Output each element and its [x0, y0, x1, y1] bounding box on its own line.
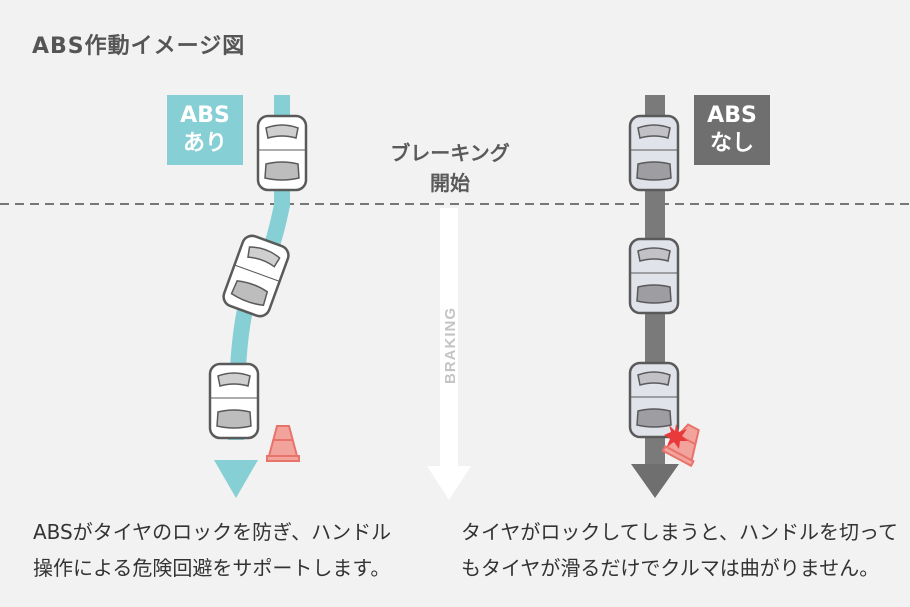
- page-title: ABS作動イメージ図: [32, 34, 246, 59]
- braking-start-line2: 開始: [430, 171, 470, 195]
- no-abs-caption: タイヤがロックしてしまうと、ハンドルを切って もタイヤが滑るだけでクルマは曲がり…: [461, 514, 898, 586]
- abs-car-2: [219, 231, 293, 321]
- cone-icon: [266, 425, 300, 462]
- no-abs-caption-line2: もタイヤが滑るだけでクルマは曲がりません。: [461, 556, 880, 580]
- abs-car-3: [208, 362, 260, 440]
- braking-start-line1: ブレーキング: [390, 141, 510, 165]
- abs-caption-line1: ABSがタイヤのロックを防ぎ、ハンドル: [33, 520, 392, 544]
- abs-off-badge: ABS なし: [694, 95, 770, 165]
- braking-label: BRAKING: [442, 307, 459, 384]
- abs-caption: ABSがタイヤのロックを防ぎ、ハンドル 操作による危険回避をサポートします。: [33, 514, 391, 586]
- abs-caption-line2: 操作による危険回避をサポートします。: [33, 556, 391, 580]
- abs-on-badge-line2: あり: [182, 131, 227, 156]
- no-abs-caption-line1: タイヤがロックしてしまうと、ハンドルを切って: [461, 520, 898, 544]
- abs-car-1: [256, 114, 308, 192]
- no-abs-car-2: [628, 237, 680, 315]
- abs-off-badge-line2: なし: [709, 131, 754, 156]
- abs-off-badge-line1: ABS: [707, 103, 757, 128]
- impact-burst-icon: [664, 424, 688, 449]
- abs-on-badge: ABS あり: [167, 95, 243, 165]
- braking-start-label: ブレーキング 開始: [370, 138, 530, 198]
- abs-on-badge-line1: ABS: [180, 103, 230, 128]
- no-abs-car-3: [628, 361, 680, 439]
- no-abs-car-1: [628, 114, 680, 192]
- braking-arrow: [427, 208, 471, 500]
